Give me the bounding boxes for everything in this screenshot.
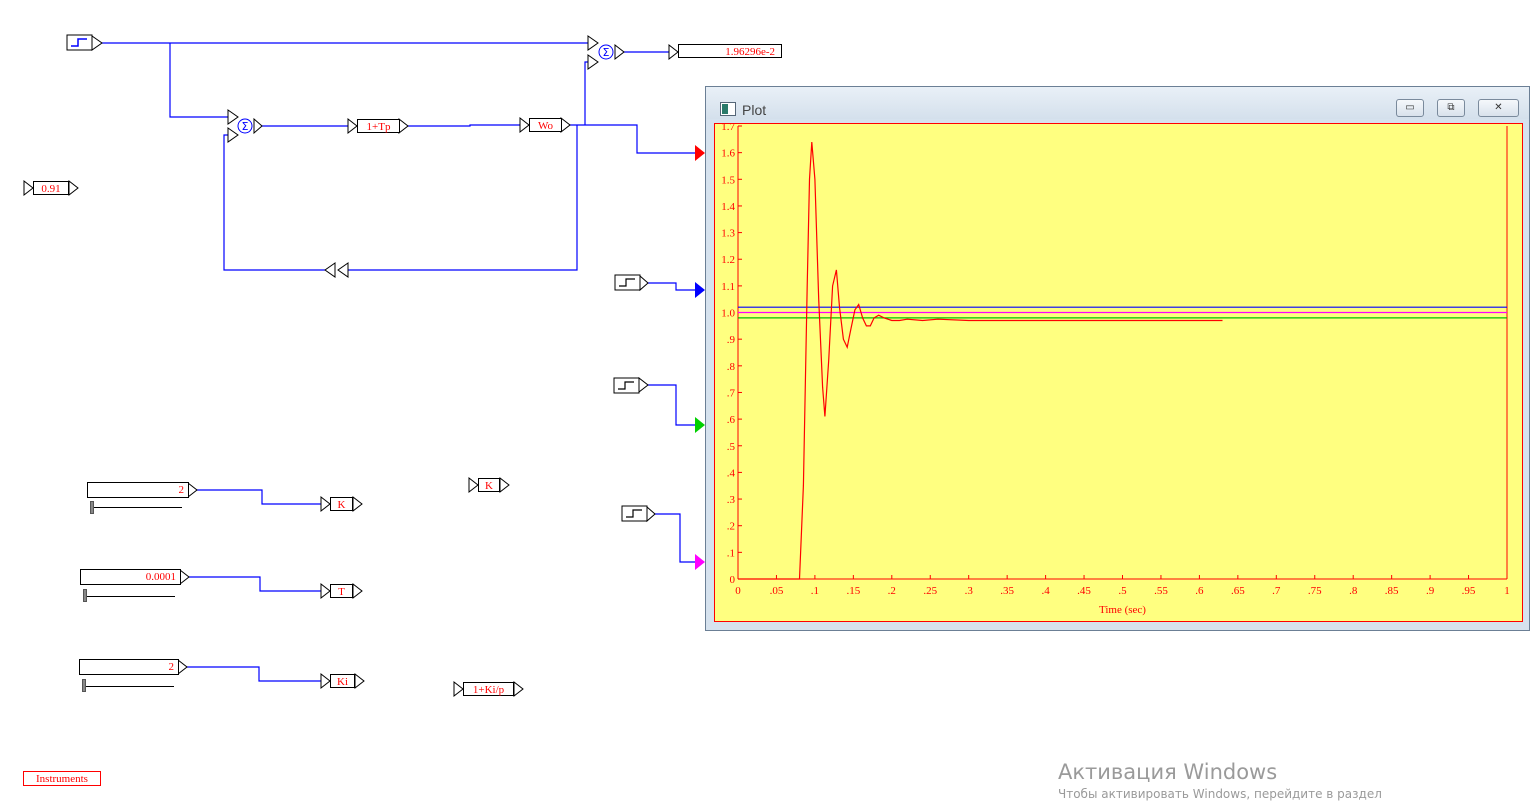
slider-k-thumb[interactable] bbox=[90, 501, 94, 514]
wire bbox=[655, 513, 697, 563]
instruments-button[interactable]: Instruments bbox=[23, 771, 101, 786]
step-source-3[interactable] bbox=[613, 376, 649, 394]
slider-k-value[interactable]: 2 bbox=[87, 482, 189, 498]
wire bbox=[223, 134, 325, 271]
x-tick-label: .2 bbox=[888, 585, 896, 597]
x-tick-label: .25 bbox=[923, 585, 937, 597]
restore-button[interactable]: ⧉ bbox=[1437, 99, 1465, 117]
y-tick-label: 1.1 bbox=[721, 281, 735, 293]
step-source[interactable] bbox=[66, 34, 103, 51]
plot-titlebar[interactable]: Plot ▭ ⧉ ✕ bbox=[706, 87, 1529, 119]
x-tick-label: .15 bbox=[846, 585, 860, 597]
activation-subtitle: Чтобы активировать Windows, перейдите в … bbox=[1058, 787, 1382, 801]
y-tick-label: .2 bbox=[727, 521, 735, 533]
wire bbox=[648, 384, 697, 426]
gain-ki-block[interactable]: Ki bbox=[330, 674, 355, 688]
step-source-4[interactable] bbox=[621, 505, 656, 523]
close-button[interactable]: ✕ bbox=[1478, 99, 1519, 117]
x-tick-label: .05 bbox=[770, 585, 784, 597]
x-tick-label: .35 bbox=[1000, 585, 1014, 597]
minimize-button[interactable]: ▭ bbox=[1396, 99, 1424, 117]
x-tick-label: .1 bbox=[811, 585, 819, 597]
y-tick-label: .6 bbox=[727, 414, 736, 426]
x-tick-label: .55 bbox=[1154, 585, 1168, 597]
plant-block[interactable]: Wo bbox=[529, 118, 562, 132]
gain-t-block[interactable]: T bbox=[330, 584, 353, 598]
slider-t-track[interactable] bbox=[83, 596, 175, 597]
x-tick-label: .45 bbox=[1077, 585, 1091, 597]
sum-junction-1[interactable]: Σ bbox=[227, 109, 263, 143]
y-tick-label: .3 bbox=[727, 494, 736, 506]
gain-k-block[interactable]: K bbox=[330, 497, 353, 511]
gain-k-block-2[interactable]: K bbox=[478, 478, 500, 492]
slider-ki-thumb[interactable] bbox=[82, 679, 86, 692]
y-tick-label: .4 bbox=[727, 467, 736, 479]
wire bbox=[408, 124, 523, 127]
sum-junction-2[interactable]: Σ bbox=[587, 35, 625, 70]
x-tick-label: .3 bbox=[965, 585, 974, 597]
slider-ki-value[interactable]: 2 bbox=[79, 659, 179, 675]
y-tick-label: .9 bbox=[727, 334, 736, 346]
x-tick-label: .95 bbox=[1462, 585, 1476, 597]
y-tick-label: 1.2 bbox=[721, 254, 735, 266]
wire bbox=[169, 43, 230, 118]
slider-t-value[interactable]: 0.0001 bbox=[80, 569, 181, 585]
plot-input-blue bbox=[695, 282, 705, 298]
x-tick-label: 1 bbox=[1504, 585, 1510, 597]
x-tick-label: .4 bbox=[1041, 585, 1050, 597]
output-display[interactable]: 1.96296e-2 bbox=[678, 44, 782, 58]
step-source-2[interactable] bbox=[614, 274, 649, 292]
wire bbox=[348, 125, 578, 271]
plot-input-red bbox=[695, 145, 705, 161]
x-tick-label: .85 bbox=[1385, 585, 1399, 597]
x-tick-label: .7 bbox=[1272, 585, 1281, 597]
y-tick-label: 1.6 bbox=[721, 148, 735, 160]
wire bbox=[648, 282, 697, 291]
wire bbox=[568, 124, 697, 154]
x-tick-label: .65 bbox=[1231, 585, 1245, 597]
x-tick-label: .5 bbox=[1118, 585, 1127, 597]
x-axis-label: Time (sec) bbox=[1099, 604, 1146, 616]
y-tick-label: 1.5 bbox=[721, 174, 735, 186]
series-line-response bbox=[738, 141, 1223, 580]
feedback-block[interactable] bbox=[324, 262, 349, 278]
y-tick-label: .7 bbox=[727, 387, 736, 399]
sum-symbol: Σ bbox=[603, 46, 610, 59]
plot-border bbox=[714, 123, 1523, 622]
plot-input-green bbox=[695, 417, 705, 433]
y-tick-label: 1.0 bbox=[721, 308, 735, 320]
y-tick-label: .5 bbox=[727, 441, 736, 453]
wire bbox=[187, 666, 321, 682]
y-tick-label: 0 bbox=[730, 574, 736, 586]
y-tick-label: .1 bbox=[727, 547, 735, 559]
wire bbox=[189, 576, 321, 592]
windows-activation-watermark: Активация Windows Чтобы активировать Win… bbox=[1058, 760, 1382, 801]
slider-ki-track[interactable] bbox=[82, 686, 174, 687]
x-tick-label: .8 bbox=[1349, 585, 1358, 597]
slider-k-track[interactable] bbox=[90, 507, 182, 508]
y-tick-label: 1.3 bbox=[721, 228, 735, 240]
y-tick-label: 1.7 bbox=[721, 123, 735, 133]
wire bbox=[196, 489, 321, 505]
plot-input-magenta bbox=[695, 554, 705, 570]
lead-block[interactable]: 1+Tp bbox=[357, 119, 400, 133]
x-tick-label: .75 bbox=[1308, 585, 1322, 597]
x-tick-label: .9 bbox=[1426, 585, 1435, 597]
y-tick-label: .8 bbox=[727, 361, 736, 373]
pi-block[interactable]: 1+Ki/p bbox=[463, 682, 514, 696]
slider-t-thumb[interactable] bbox=[83, 589, 87, 602]
x-tick-label: 0 bbox=[735, 585, 741, 597]
y-tick-label: 1.4 bbox=[721, 201, 735, 213]
x-tick-label: .6 bbox=[1195, 585, 1204, 597]
plot-app-icon bbox=[720, 102, 736, 116]
plot-title: Plot bbox=[742, 102, 767, 118]
wire bbox=[584, 61, 592, 125]
plot-canvas[interactable]: 0.1.2.3.4.5.6.7.8.91.01.11.21.31.41.51.6… bbox=[714, 123, 1523, 622]
activation-title: Активация Windows bbox=[1058, 760, 1278, 784]
constant-block[interactable]: 0.91 bbox=[33, 181, 69, 195]
sum-symbol: Σ bbox=[242, 120, 249, 133]
